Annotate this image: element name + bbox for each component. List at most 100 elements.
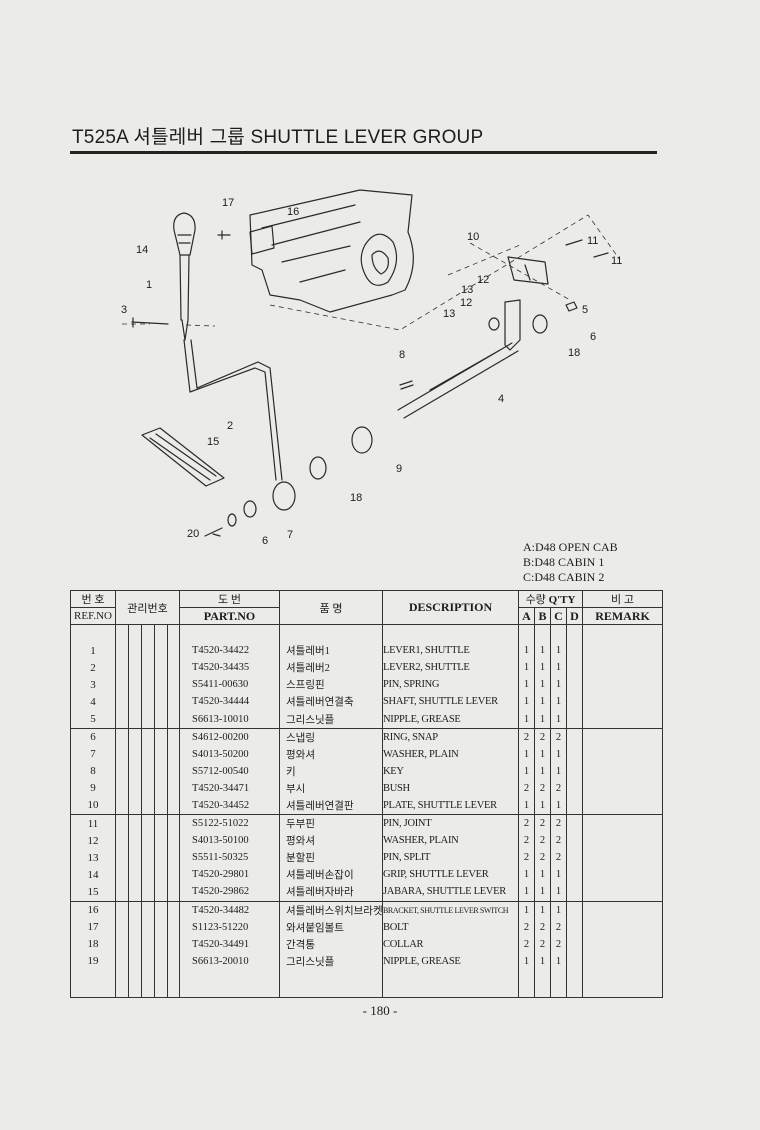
part-name-kor: 셔틀레버1 [279, 642, 383, 660]
header-ref-kor: 번 호 [70, 590, 116, 608]
header-col-b: B [534, 607, 551, 625]
qty-b: 1 [534, 952, 551, 970]
part-no: S5511-50325 [179, 849, 280, 867]
callout-8: 8 [399, 349, 405, 361]
qty-c: 2 [550, 814, 567, 833]
qty-b: 1 [534, 796, 551, 816]
bush-9-drawing [351, 426, 373, 454]
qty-c: 1 [550, 883, 567, 902]
part-no: S6613-10010 [179, 710, 280, 729]
qty-a: 2 [518, 918, 535, 936]
qty-a: 2 [518, 935, 535, 953]
callout-18b: 18 [568, 347, 580, 359]
ref-no: 4 [70, 693, 116, 711]
ref-no: 9 [70, 779, 116, 797]
qty-a: 1 [518, 642, 535, 660]
callout-3: 3 [121, 304, 127, 316]
qty-a: 1 [518, 901, 535, 919]
washer-7-drawing [243, 500, 257, 518]
remark [582, 832, 664, 850]
qty-d [565, 642, 584, 660]
qty-c: 1 [550, 762, 567, 780]
qty-d [565, 659, 584, 677]
transmission-housing-drawing [249, 189, 414, 313]
ref-no: 1 [70, 642, 116, 660]
ref-no: 14 [70, 866, 116, 884]
part-no: S4013-50200 [179, 745, 280, 763]
qty-d [565, 710, 584, 729]
header-name-kor: 품 명 [279, 590, 383, 625]
ref-no: 13 [70, 849, 116, 867]
remark [582, 952, 664, 970]
qty-c: 1 [550, 659, 567, 677]
header-ref-eng: REF.NO [70, 607, 116, 625]
qty-d [565, 745, 584, 763]
header-qty-eng: Q'TY [548, 594, 576, 606]
qty-b: 2 [534, 728, 551, 746]
description: LEVER2, SHUTTLE [382, 659, 519, 677]
qty-c: 2 [550, 849, 567, 867]
qty-d [565, 901, 584, 919]
bolt-17-drawing [217, 230, 231, 240]
callout-12b: 12 [460, 297, 472, 309]
ref-no: 8 [70, 762, 116, 780]
qty-d [565, 832, 584, 850]
ref-no: 18 [70, 935, 116, 953]
callout-18: 18 [350, 492, 362, 504]
qty-d [565, 935, 584, 953]
qty-a: 2 [518, 832, 535, 850]
qty-b: 1 [534, 901, 551, 919]
legend-a: A:D48 OPEN CAB [523, 540, 618, 554]
description: PIN, SPLIT [382, 849, 519, 867]
qty-b: 2 [534, 814, 551, 833]
qty-d [565, 849, 584, 867]
ref-no: 5 [70, 710, 116, 729]
callout-7: 7 [287, 529, 293, 541]
part-name-kor: 키 [279, 762, 383, 780]
qty-d [565, 952, 584, 970]
part-no: T4520-29801 [179, 866, 280, 884]
callout-6b: 6 [262, 535, 268, 547]
page-number: - 180 - [362, 1003, 398, 1018]
description: COLLAR [382, 935, 519, 953]
part-name-kor: 그리스닛플 [279, 710, 383, 729]
part-no: T4520-34471 [179, 779, 280, 797]
part-no: S5122-51022 [179, 814, 280, 833]
part-name-kor: 셔틀레버스위치브라켓 [279, 901, 383, 919]
model-legend: A:D48 OPEN CAB B:D48 CABIN 1 C:D48 CABIN… [523, 540, 618, 585]
qty-c: 1 [550, 676, 567, 694]
qty-c: 1 [550, 710, 567, 729]
part-no: T4520-34444 [179, 693, 280, 711]
qty-a: 1 [518, 676, 535, 694]
pin-20-drawing [204, 527, 223, 537]
callout-11b: 11 [611, 255, 622, 267]
key-8-drawing [399, 380, 414, 390]
parts-table: 번 호 관리번호 도 번 품 명 DESCRIPTION 수량 Q'TY 비 고… [70, 590, 664, 999]
washer-12-drawing [488, 317, 500, 331]
remark [582, 693, 664, 711]
header-col-d: D [565, 607, 584, 625]
part-name-kor: 두부핀 [279, 814, 383, 833]
ref-no: 6 [70, 728, 116, 746]
description: WASHER, PLAIN [382, 745, 519, 763]
part-no: S6613-20010 [179, 952, 280, 970]
part-no: S5411-00630 [179, 676, 280, 694]
header-description: DESCRIPTION [382, 590, 519, 625]
part-no: T4520-34482 [179, 901, 280, 919]
qty-a: 2 [518, 849, 535, 867]
ref-no: 12 [70, 832, 116, 850]
callout-13b: 13 [443, 308, 455, 320]
part-no: T4520-34435 [179, 659, 280, 677]
ref-no: 17 [70, 918, 116, 936]
qty-c: 1 [550, 745, 567, 763]
qty-b: 2 [534, 849, 551, 867]
qty-a: 1 [518, 659, 535, 677]
plate-10-drawing [507, 256, 549, 285]
washer-18-drawing [309, 456, 327, 480]
part-name-kor: 셔틀레버2 [279, 659, 383, 677]
